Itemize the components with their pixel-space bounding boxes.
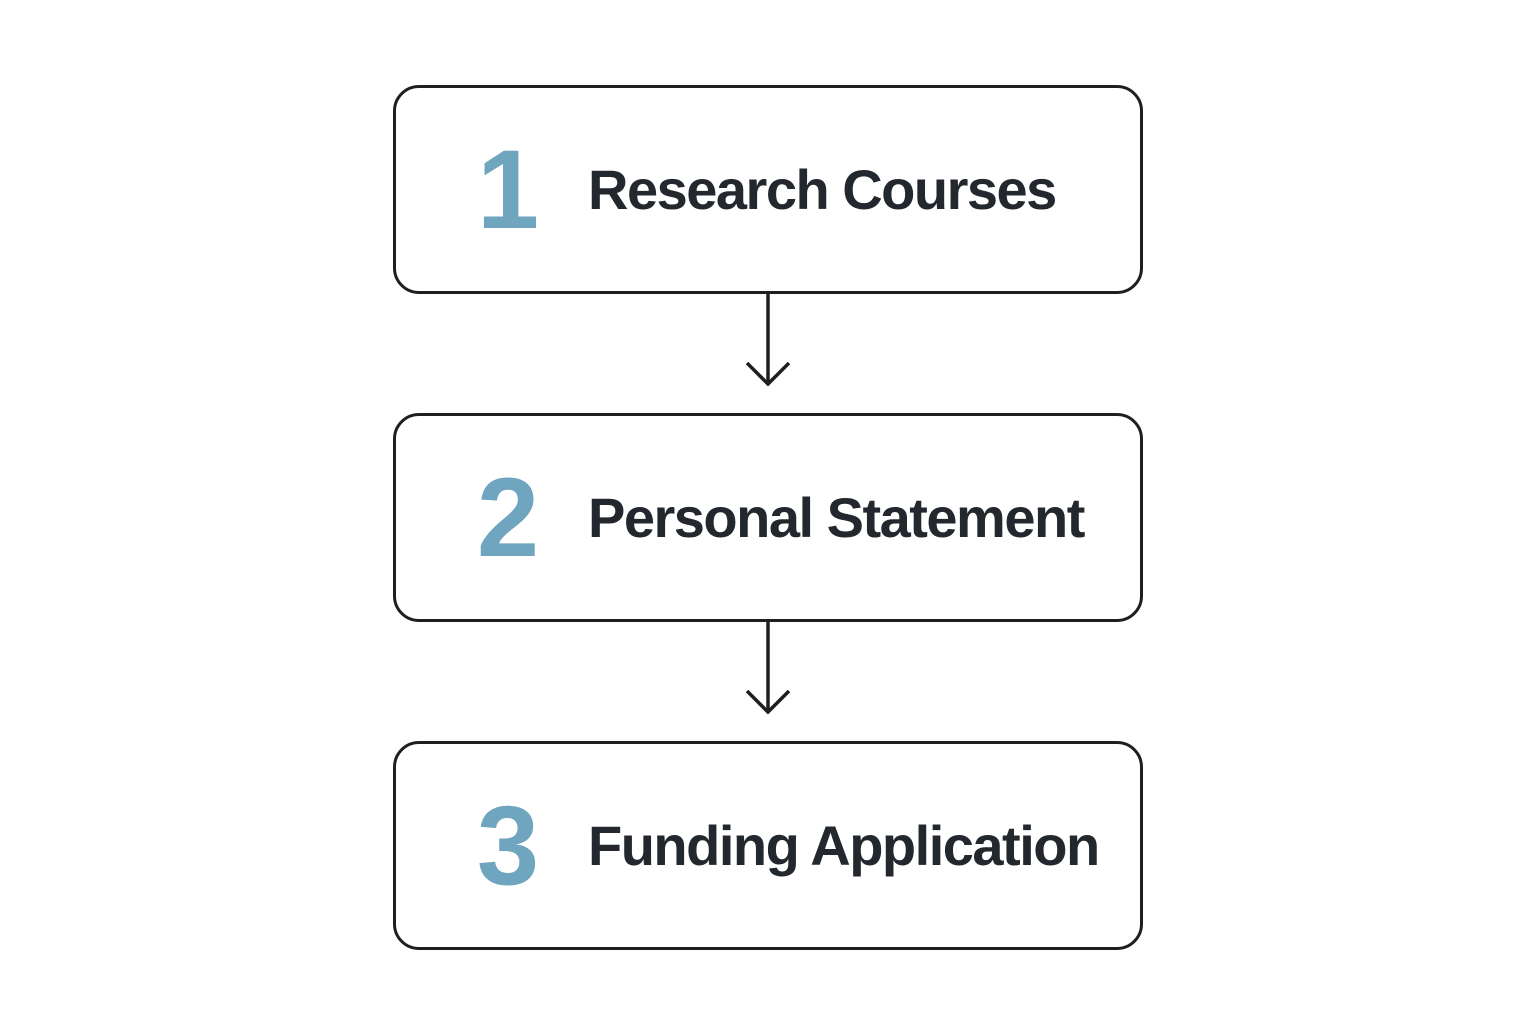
step-number: 1 — [476, 126, 540, 252]
step-card-personal-statement: 2 Personal Statement — [393, 413, 1143, 622]
step-card-research-courses: 1 Research Courses — [393, 85, 1143, 294]
arrow-down-icon — [738, 621, 798, 716]
step-number: 3 — [476, 782, 540, 908]
step-label: Funding Application — [588, 814, 1100, 877]
step-label: Research Courses — [588, 158, 1057, 221]
arrow-down-icon — [738, 293, 798, 388]
step-number: 2 — [476, 454, 540, 580]
step-label: Personal Statement — [588, 486, 1085, 549]
step-card-funding-application: 3 Funding Application — [393, 741, 1143, 950]
